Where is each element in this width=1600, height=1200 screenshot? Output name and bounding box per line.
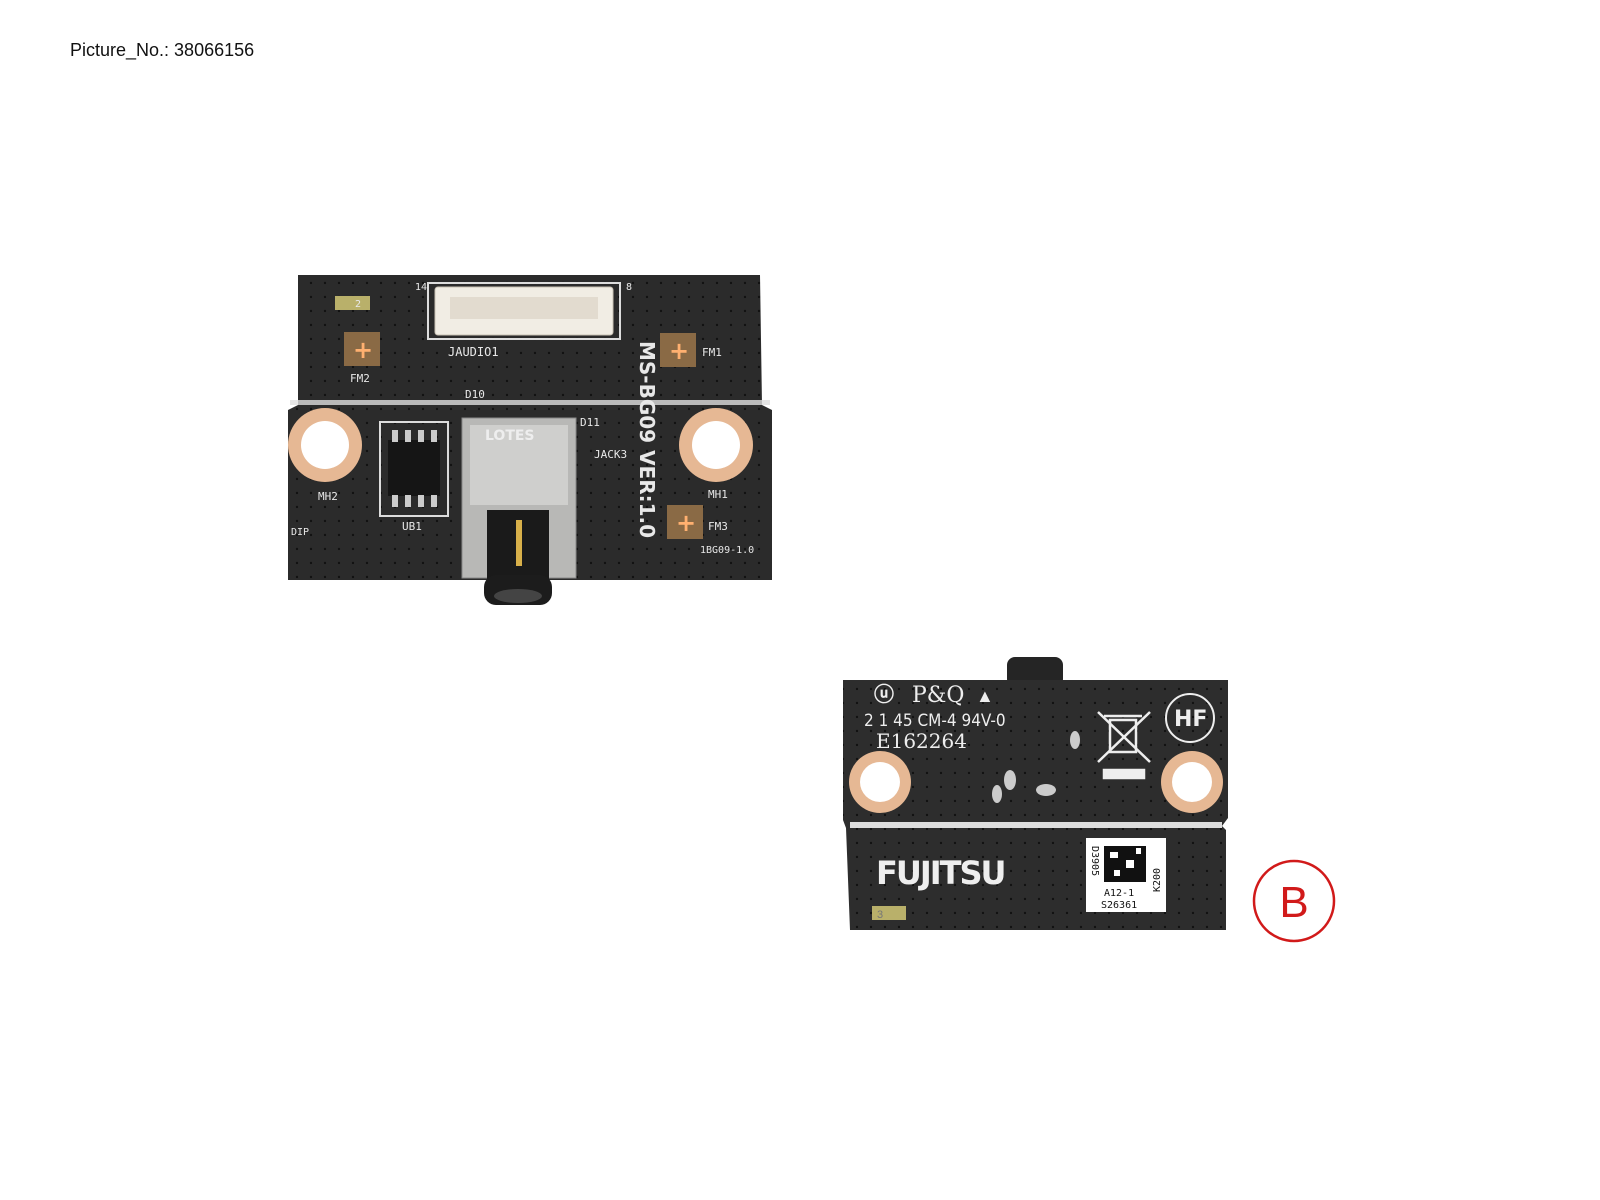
svg-text:LOTES: LOTES bbox=[485, 428, 535, 444]
fiducial-fm3: + bbox=[667, 505, 703, 539]
svg-text:+: + bbox=[353, 336, 373, 364]
mount-hole-mh1 bbox=[679, 408, 753, 482]
svg-text:+: + bbox=[669, 337, 689, 365]
svg-text:1BG09-1.0: 1BG09-1.0 bbox=[700, 545, 754, 556]
mount-hole-left bbox=[849, 751, 911, 813]
svg-text:S26361: S26361 bbox=[1101, 900, 1137, 911]
svg-text:D11: D11 bbox=[580, 416, 600, 429]
hf-mark: HF bbox=[1165, 693, 1215, 743]
svg-text:2: 2 bbox=[355, 299, 361, 310]
svg-text:ⓤ: ⓤ bbox=[874, 682, 894, 706]
callout-b: B bbox=[1252, 859, 1336, 943]
audio-header-connector bbox=[427, 282, 621, 340]
svg-text:D10: D10 bbox=[465, 388, 485, 401]
svg-text:FM3: FM3 bbox=[708, 520, 728, 533]
svg-text:B: B bbox=[1279, 878, 1308, 927]
svg-text:MH1: MH1 bbox=[708, 488, 728, 501]
weee-bin-icon bbox=[1097, 711, 1151, 780]
svg-text:2 1 45 CM-4 94V-0: 2 1 45 CM-4 94V-0 bbox=[864, 711, 1006, 731]
svg-text:FM1: FM1 bbox=[702, 346, 722, 359]
audio-jack: LOTES bbox=[461, 417, 577, 605]
board-model-label: MS-BG09 VER:1.0 bbox=[635, 341, 659, 538]
fujitsu-logo: FUJITSU bbox=[876, 854, 1005, 892]
svg-text:14: 14 bbox=[415, 282, 427, 293]
mount-hole-right bbox=[1161, 751, 1223, 813]
front-board: 2 14 8 JAUDIO1 + FM2 + FM1 + FM3 MH2 MH1… bbox=[288, 275, 772, 605]
svg-text:JACK3: JACK3 bbox=[594, 448, 627, 461]
svg-text:K200: K200 bbox=[1152, 868, 1163, 892]
svg-text:MH2: MH2 bbox=[318, 490, 338, 503]
fiducial-fm1: + bbox=[660, 333, 696, 367]
svg-text:FM2: FM2 bbox=[350, 372, 370, 385]
svg-text:DIP: DIP bbox=[291, 527, 309, 538]
picture-number: Picture_No.: 38066156 bbox=[70, 40, 255, 60]
fiducial-fm2: + bbox=[344, 332, 380, 366]
chip-ub1 bbox=[379, 421, 449, 517]
svg-text:8: 8 bbox=[626, 282, 632, 293]
svg-text:3: 3 bbox=[877, 909, 883, 921]
svg-text:D3905: D3905 bbox=[1089, 846, 1100, 876]
svg-text:P&Q: P&Q bbox=[912, 683, 964, 708]
back-board: ⓤ P&Q ▲ 2 1 45 CM-4 94V-0 E162264 HF FUJ… bbox=[843, 657, 1228, 930]
corner-pad bbox=[335, 296, 370, 310]
barcode-label: D3905 K200 A12-1 S26361 bbox=[1086, 838, 1166, 912]
svg-text:A12-1: A12-1 bbox=[1104, 888, 1134, 899]
svg-text:UB1: UB1 bbox=[402, 520, 422, 533]
svg-text:HF: HF bbox=[1174, 707, 1207, 732]
svg-text:E162264: E162264 bbox=[876, 729, 967, 753]
svg-text:JAUDIO1: JAUDIO1 bbox=[448, 345, 499, 359]
svg-text:▲: ▲ bbox=[976, 686, 994, 706]
mount-hole-mh2 bbox=[288, 408, 362, 482]
svg-text:+: + bbox=[676, 509, 696, 537]
